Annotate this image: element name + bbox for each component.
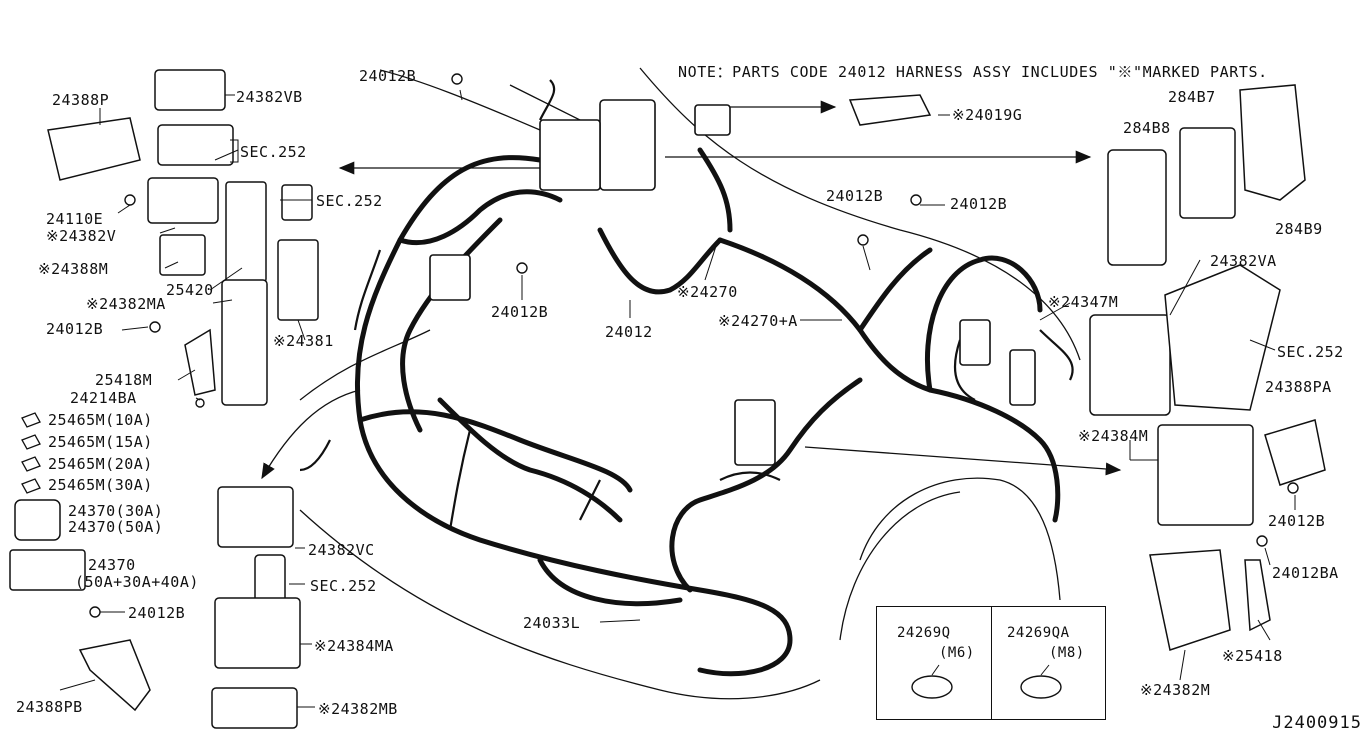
label-24388PA: 24388PA — [1265, 378, 1332, 396]
label-sec252-b: SEC.252 — [316, 192, 383, 210]
branch-harness — [299, 79, 1074, 531]
label-25418: ※25418 — [1222, 647, 1283, 665]
label-24012B-r2: 24012B — [950, 195, 1008, 213]
legend-right-size: (M8) — [1049, 645, 1085, 661]
label-24019G: ※24019G — [952, 106, 1023, 124]
diagram-code: J2400915 — [1272, 713, 1362, 733]
legend-left-code: 24269Q — [897, 625, 951, 641]
central-junction-block — [429, 99, 1036, 466]
label-24033L: 24033L — [523, 614, 581, 632]
legend-left-size: (M6) — [939, 645, 975, 661]
label-24012B-left: 24012B — [46, 320, 104, 338]
body-outline — [299, 67, 1081, 700]
label-24388PB: 24388PB — [16, 698, 83, 716]
label-284B8: 284B8 — [1123, 119, 1171, 137]
label-fuse-10a: 25465M(10A) — [48, 411, 153, 429]
label-24384MA: ※24384MA — [314, 637, 394, 655]
label-24012B-r1: 24012B — [826, 187, 884, 205]
label-24012B-top: 24012B — [359, 67, 417, 85]
label-24388M: ※24388M — [38, 260, 109, 278]
label-24012B-mid: 24012B — [491, 303, 549, 321]
clip-legend-box: 24269Q (M6) 24269QA (M8) — [876, 606, 1106, 720]
reference-arrows — [261, 100, 1122, 480]
label-24012: 24012 — [605, 323, 653, 341]
label-24012B-r3: 24012B — [1268, 512, 1326, 530]
label-24270A: ※24270+A — [718, 312, 798, 330]
label-24382M: ※24382M — [1140, 681, 1211, 699]
label-24110E: 24110E — [46, 210, 104, 228]
label-sec252-d: SEC.252 — [1277, 343, 1344, 361]
label-24214BA: 24214BA — [70, 389, 137, 407]
label-24270: ※24270 — [677, 283, 738, 301]
label-25420: 25420 — [166, 281, 214, 299]
label-24012B-lower: 24012B — [128, 604, 186, 622]
left-parts — [9, 69, 319, 729]
label-sec252-c: SEC.252 — [310, 577, 377, 595]
label-24382VB: 24382VB — [236, 88, 303, 106]
label-24382VC: 24382VC — [308, 541, 375, 559]
label-sec252-a: SEC.252 — [240, 143, 307, 161]
label-24382MA: ※24382MA — [86, 295, 166, 313]
label-24370-30a: 24370(30A) — [68, 502, 164, 520]
legend-divider — [991, 607, 992, 719]
label-24384M: ※24384M — [1078, 427, 1149, 445]
label-fuse-15a: 25465M(15A) — [48, 433, 153, 451]
label-24370-sub: (50A+30A+40A) — [75, 573, 199, 591]
label-24370: 24370 — [88, 556, 136, 574]
label-284B7: 284B7 — [1168, 88, 1216, 106]
legend-clip-icons — [911, 664, 1062, 699]
label-fuse-30a: 25465M(30A) — [48, 476, 153, 494]
right-parts — [848, 84, 1326, 651]
legend-right-code: 24269QA — [1007, 625, 1070, 641]
label-284B9: 284B9 — [1275, 220, 1323, 238]
label-24382VA: 24382VA — [1210, 252, 1277, 270]
label-24382MB: ※24382MB — [318, 700, 398, 718]
label-fuse-20a: 25465M(20A) — [48, 455, 153, 473]
note-text: NOTE：PARTS CODE 24012 HARNESS ASSY INCLU… — [678, 63, 1268, 81]
leader-lines — [59, 89, 1296, 708]
fuse-icons — [21, 412, 41, 494]
label-25418M: 25418M — [95, 371, 153, 389]
label-24012BA: 24012BA — [1272, 564, 1339, 582]
label-24382V: ※24382V — [46, 227, 117, 245]
label-24347M: ※24347M — [1048, 293, 1119, 311]
label-24381: ※24381 — [273, 332, 334, 350]
bolt-icons — [89, 73, 1299, 618]
main-harness — [354, 147, 1061, 677]
label-24370-50a: 24370(50A) — [68, 518, 164, 536]
label-24388P: 24388P — [52, 91, 110, 109]
